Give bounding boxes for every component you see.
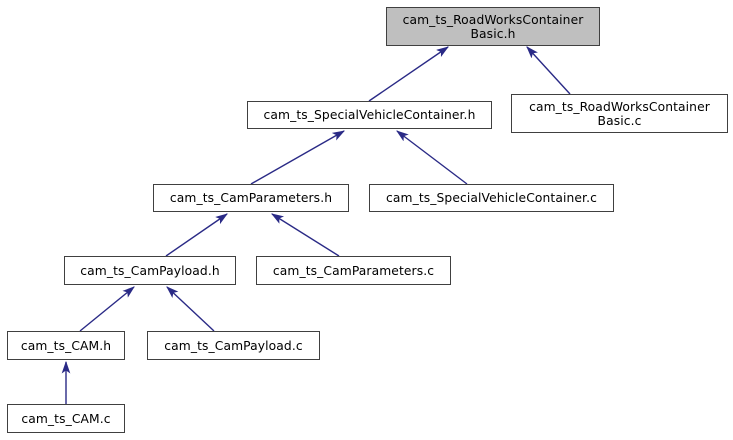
graph-node-roadworks_c[interactable]: cam_ts_RoadWorksContainer Basic.c <box>511 94 728 133</box>
graph-node-campayload_c[interactable]: cam_ts_CamPayload.c <box>147 331 320 360</box>
graph-node-label: cam_ts_CamPayload.h <box>80 263 220 278</box>
graph-node-specialvehicle_c[interactable]: cam_ts_SpecialVehicleContainer.c <box>369 184 614 212</box>
graph-node-roadworks_h[interactable]: cam_ts_RoadWorksContainer Basic.h <box>386 7 600 46</box>
graph-node-label: cam_ts_RoadWorksContainer Basic.h <box>402 12 584 41</box>
graph-node-camparameters_h[interactable]: cam_ts_CamParameters.h <box>153 184 349 212</box>
graph-edge-roadworks_c-to-roadworks_h <box>526 46 571 95</box>
graph-edge-specialvehicle_h-to-roadworks_h <box>368 46 449 102</box>
graph-node-label: cam_ts_SpecialVehicleContainer.h <box>263 108 476 122</box>
graph-node-cam_h[interactable]: cam_ts_CAM.h <box>7 331 125 360</box>
graph-node-campayload_h[interactable]: cam_ts_CamPayload.h <box>64 256 236 285</box>
graph-edge-specialvehicle_c-to-specialvehicle_h <box>396 130 468 185</box>
graph-node-label: cam_ts_CAM.h <box>20 338 112 353</box>
graph-node-label: cam_ts_CamParameters.c <box>272 263 435 278</box>
graph-edge-camparameters_h-to-specialvehicle_h <box>250 130 345 185</box>
graph-node-label: cam_ts_SpecialVehicleContainer.c <box>386 191 597 205</box>
graph-node-specialvehicle_h[interactable]: cam_ts_SpecialVehicleContainer.h <box>247 101 492 129</box>
graph-node-label: cam_ts_CAM.c <box>21 411 111 426</box>
graph-node-camparameters_c[interactable]: cam_ts_CamParameters.c <box>256 256 451 285</box>
graph-node-cam_c[interactable]: cam_ts_CAM.c <box>7 404 125 433</box>
graph-node-label: cam_ts_CamParameters.h <box>169 191 333 205</box>
graph-edge-campayload_h-to-camparameters_h <box>165 213 228 257</box>
graph-edge-campayload_c-to-campayload_h <box>166 286 215 332</box>
graph-node-label: cam_ts_RoadWorksContainer Basic.c <box>529 99 710 128</box>
graph-edge-cam_h-to-campayload_h <box>79 286 135 332</box>
graph-node-label: cam_ts_CamPayload.c <box>164 338 303 353</box>
graph-edge-camparameters_c-to-camparameters_h <box>271 213 340 257</box>
